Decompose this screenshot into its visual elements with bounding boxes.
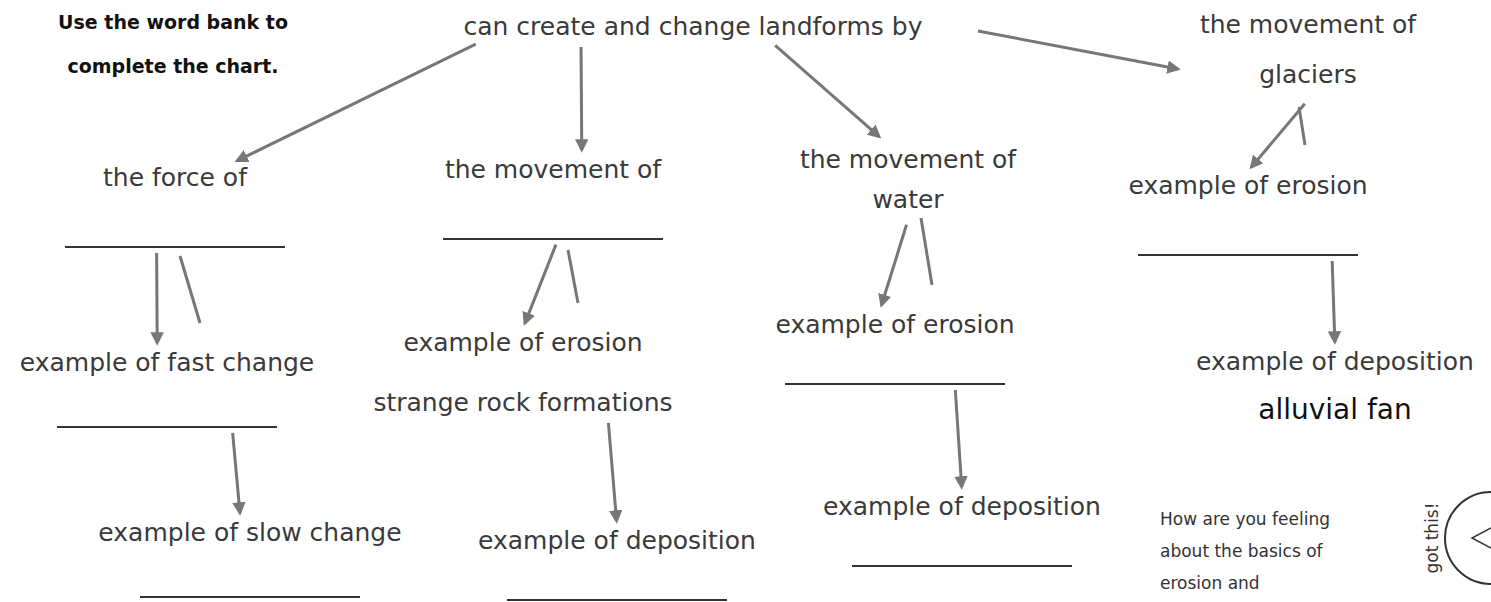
concept-node: example of deposition bbox=[802, 492, 1122, 567]
feeling-pointer bbox=[1472, 528, 1491, 548]
node-text: example of deposition bbox=[1185, 347, 1485, 377]
flow-arrow bbox=[233, 433, 240, 513]
node-text: the movement of glaciers bbox=[1183, 0, 1433, 100]
node-text: example of erosion bbox=[1098, 171, 1398, 201]
flow-arrow bbox=[155, 253, 159, 343]
node-text: can create and change landforms by bbox=[413, 12, 973, 42]
answer-blank bbox=[57, 378, 277, 428]
rating-label: got this! bbox=[1422, 502, 1442, 573]
double-stroke bbox=[180, 256, 200, 323]
flow-arrow bbox=[580, 47, 584, 150]
concept-node: the movement of water bbox=[783, 140, 1033, 220]
answer-text: alluvial fan bbox=[1185, 393, 1485, 427]
concept-node: example of erosion bbox=[1098, 171, 1398, 256]
node-text: example of slow change bbox=[90, 518, 410, 548]
flow-arrow bbox=[608, 423, 616, 521]
answer-blank bbox=[785, 340, 1005, 385]
concept-node: the movement of bbox=[433, 155, 673, 240]
node-text: the movement of water bbox=[783, 140, 1033, 220]
concept-node: example of deposition bbox=[457, 526, 777, 601]
flow-arrow bbox=[881, 225, 906, 305]
answer-blank bbox=[852, 522, 1072, 567]
node-text: example of erosion bbox=[745, 310, 1045, 340]
node-text: example of fast change bbox=[4, 348, 330, 378]
answer-blank bbox=[65, 193, 285, 248]
feeling-circle bbox=[1445, 492, 1491, 584]
flow-arrow bbox=[1332, 261, 1335, 342]
concept-node: example of deposition alluvial fan bbox=[1185, 347, 1485, 427]
node-text: the force of bbox=[60, 163, 290, 193]
flow-arrow bbox=[525, 245, 556, 324]
double-stroke bbox=[568, 250, 578, 303]
flow-arrow bbox=[775, 45, 879, 136]
node-text: the movement of bbox=[433, 155, 673, 185]
answer-blank bbox=[507, 556, 727, 601]
answer-blank bbox=[140, 548, 360, 598]
concept-node: the force of bbox=[60, 163, 290, 248]
answer-text: strange rock formations bbox=[353, 387, 693, 418]
double-stroke bbox=[1299, 107, 1305, 145]
flow-arrow bbox=[1251, 104, 1305, 167]
reflection-note: How are you feeling about the basics of … bbox=[1160, 503, 1338, 599]
node-text: example of deposition bbox=[802, 492, 1122, 522]
concept-node: the movement of glaciers bbox=[1183, 0, 1433, 100]
concept-node: can create and change landforms by bbox=[413, 12, 973, 42]
flow-arrow bbox=[978, 31, 1178, 69]
instruction-title: Use the word bank to complete the chart. bbox=[38, 0, 308, 88]
node-text: example of erosion bbox=[353, 328, 693, 358]
concept-node: example of slow change bbox=[90, 518, 410, 598]
spacer bbox=[1341, 262, 1349, 300]
answer-blank bbox=[443, 185, 663, 240]
node-text: example of deposition bbox=[457, 526, 777, 556]
answer-blank bbox=[1138, 201, 1358, 256]
double-stroke bbox=[921, 218, 932, 285]
concept-node: example of erosion bbox=[745, 310, 1045, 385]
concept-node: example of erosion strange rock formation… bbox=[353, 328, 693, 418]
flow-arrow bbox=[955, 390, 961, 487]
concept-node: example of fast change bbox=[4, 348, 330, 428]
